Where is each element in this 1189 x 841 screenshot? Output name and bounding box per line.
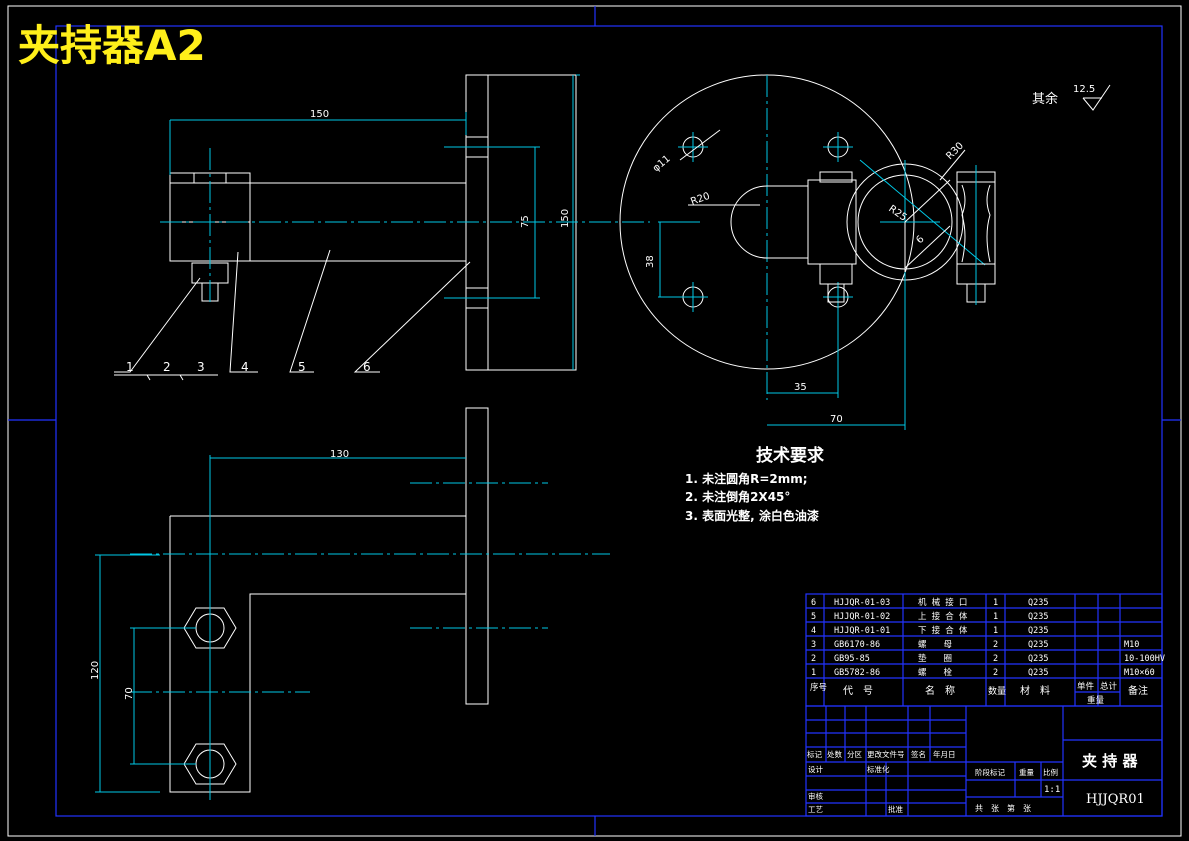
bom-h-name: 名 称 xyxy=(925,684,955,697)
bom-cell-qty: 1 xyxy=(993,612,998,622)
dim-38: 38 xyxy=(645,255,656,268)
inner-frame xyxy=(55,25,1163,817)
centering-marks xyxy=(8,6,1181,836)
balloon-2: 2 xyxy=(163,360,171,374)
bom-grid xyxy=(805,593,1163,817)
tb-ratio: 比例 xyxy=(1043,767,1058,777)
bom-cell-name: 螺 母 xyxy=(918,639,952,650)
bom-h-total: 总计 xyxy=(1100,681,1118,692)
bom-cell-qty: 1 xyxy=(993,598,998,608)
bom-h-qty: 数量 xyxy=(988,685,1006,697)
drawing-title: 夹持器A2 xyxy=(18,21,206,70)
top-view xyxy=(95,407,610,800)
tb-scale: 1:1 xyxy=(1044,785,1060,795)
tb-sheets: 共 张 第 张 xyxy=(975,803,1031,813)
bom-cell-mat: Q235 xyxy=(1028,626,1048,636)
bom-cell-qty: 2 xyxy=(993,668,998,678)
bom-cell-no: 4 xyxy=(811,626,816,636)
bom-cell-name: 螺 栓 xyxy=(918,667,953,678)
bom-cell-code: HJJQR-01-01 xyxy=(834,626,890,636)
dim-130: 130 xyxy=(330,449,349,460)
tb-std: 标准化 xyxy=(867,764,890,774)
tb-sign: 签名 xyxy=(911,749,926,759)
balloon-4: 4 xyxy=(241,360,249,374)
bom-cell-code: GB5782-86 xyxy=(834,668,880,678)
dim-150-top: 150 xyxy=(310,109,329,120)
bom-h-note: 备注 xyxy=(1128,684,1148,697)
bom-cell-name: 机 械 接 口 xyxy=(918,597,967,608)
bom-cell-qty: 1 xyxy=(993,626,998,636)
tech-req-item-1: 1. 未注圆角R=2mm; xyxy=(685,471,808,486)
tb-stage: 阶段标记 xyxy=(975,767,1005,777)
bom-cell-no: 1 xyxy=(811,668,816,678)
dim-35: 35 xyxy=(794,382,807,393)
bom-cell-no: 3 xyxy=(811,640,816,650)
tb-zone: 分区 xyxy=(847,750,862,759)
dim-75: 75 xyxy=(520,215,531,228)
tb-process: 工艺 xyxy=(808,805,823,814)
bom-cell-no: 5 xyxy=(811,612,816,622)
dim-6: 6 xyxy=(914,234,926,246)
bom-h-mat: 材 料 xyxy=(1020,684,1050,697)
bom-cell-code: GB95-85 xyxy=(834,654,870,664)
bom-cell-code: GB6170-86 xyxy=(834,640,880,650)
bom-cell-mat: Q235 xyxy=(1028,654,1048,664)
outer-border xyxy=(7,5,1182,837)
tb-review: 审核 xyxy=(808,791,823,801)
balloon-3: 3 xyxy=(197,360,205,374)
dim-70-left: 70 xyxy=(124,687,135,700)
tb-doc: 更改文件号 xyxy=(867,749,905,759)
tb-approve: 批准 xyxy=(888,804,903,814)
part-name: 夹 持 器 xyxy=(1082,752,1138,770)
tb-mark: 标记 xyxy=(807,749,822,759)
tech-req-item-2: 2. 未注倒角2X45° xyxy=(685,489,790,504)
dim-phi11: φ11 xyxy=(651,153,673,174)
bom-cell-qty: 2 xyxy=(993,654,998,664)
roughness-symbol-icon xyxy=(1082,84,1111,111)
bom-cell-no: 2 xyxy=(811,654,816,664)
title-block: 标记 处数 分区 更改文件号 签名 年月日 设计 标准化 审核 工艺 批准 阶段… xyxy=(807,749,1145,814)
tb-date: 年月日 xyxy=(933,749,956,759)
bom-cell-no: 6 xyxy=(811,598,816,608)
bom-h-code: 代 号 xyxy=(843,685,873,697)
bom-cell-code: HJJQR-01-03 xyxy=(834,598,890,608)
drawing-number: HJJQR01 xyxy=(1086,792,1145,807)
bom-cell-mat: Q235 xyxy=(1028,598,1048,608)
dim-70-bottom: 70 xyxy=(830,414,843,425)
bom-cell-mat: Q235 xyxy=(1028,640,1048,650)
bom-cell-name: 垫 圈 xyxy=(918,653,952,664)
bom-cell-note: M10×60 xyxy=(1124,668,1155,678)
bom-cell-note: 10-100HV xyxy=(1124,654,1165,664)
bom-header: 序号 代 号 名 称 数量 材 料 单件 总计 重量 备注 xyxy=(810,681,1148,706)
balloon-1: 1 xyxy=(126,360,134,374)
tech-req-heading: 技术要求 xyxy=(756,445,824,466)
dim-120: 120 xyxy=(90,661,101,680)
dim-r30: R30 xyxy=(944,140,966,162)
tb-count: 处数 xyxy=(827,749,842,759)
bom-h-unit: 单件 xyxy=(1077,681,1095,692)
bom-cell-mat: Q235 xyxy=(1028,668,1048,678)
bom-cell-name: 下 接 合 体 xyxy=(918,625,968,636)
front-view: 150 75 150 xyxy=(114,74,650,381)
bom-cell-name: 上 接 合 体 xyxy=(918,611,968,622)
tech-req-item-3: 3. 表面光整, 涂白色油漆 xyxy=(685,508,819,523)
bom-h-no: 序号 xyxy=(810,682,827,693)
balloon-6: 6 xyxy=(363,360,371,374)
surface-value: 12.5 xyxy=(1073,84,1095,95)
balloon-5: 5 xyxy=(298,360,306,374)
bom-cell-qty: 2 xyxy=(993,640,998,650)
dim-150-side: 150 xyxy=(560,209,571,228)
bom-cell-note: M10 xyxy=(1124,640,1139,650)
bom-cell-mat: Q235 xyxy=(1028,612,1048,622)
tb-weight: 重量 xyxy=(1019,768,1035,777)
bom-h-weight: 重量 xyxy=(1087,695,1105,706)
tb-design: 设计 xyxy=(808,764,823,774)
bom-cell-code: HJJQR-01-02 xyxy=(834,612,890,622)
side-view xyxy=(619,74,996,430)
surface-label: 其余 xyxy=(1032,91,1058,107)
